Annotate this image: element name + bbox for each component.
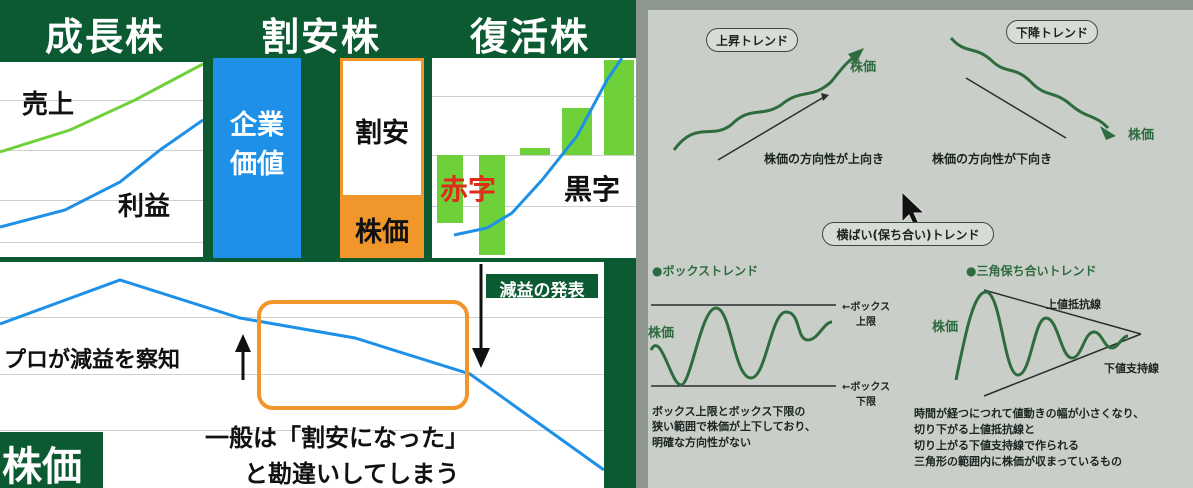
triangle-wave (954, 290, 1129, 381)
triangle-stock-label: 株価 (932, 320, 959, 335)
deficit-bar-1 (437, 155, 463, 223)
announce-arrow-head (472, 348, 490, 368)
misread-line-2: と勘違いしてしまう (244, 460, 460, 488)
down-stock-label: 株価 (1128, 128, 1155, 143)
box-description: ボックス上限とボックス下限の 狭い範囲で株価が上下しており、 明確な方向性がない (652, 405, 816, 449)
box-trend-title: ●ボックストレンド (652, 264, 759, 278)
profit-line (0, 118, 203, 229)
header-growth: 成長株 (44, 15, 165, 59)
misread-line-1: 一般は「割安になった」 (205, 424, 469, 452)
downtrend-title: 下降トレンド (1006, 20, 1098, 44)
sideways-title: 横ばい(保ち合い)トレンド (822, 222, 994, 246)
pro-notice-label: プロが減益を察知 (4, 348, 181, 373)
book-diagrams (649, 36, 1142, 397)
growth-panel: 売上 利益 (0, 62, 203, 257)
down-caption: 株価の方向性が下向き (932, 152, 1053, 166)
undervalued-label: 割安 (355, 118, 409, 149)
downtrend-wave (949, 36, 1110, 130)
stock-price-box: 株価 (340, 198, 424, 258)
support-line (983, 333, 1142, 397)
resistance-label: 上値抵抗線 (1046, 298, 1101, 311)
recovery-chart (437, 58, 634, 255)
growth-chart (0, 62, 203, 229)
surplus-bar-1 (520, 148, 550, 155)
downtrend-wave-arrow (1100, 126, 1116, 140)
stock-price-tag: 株価 (0, 432, 103, 488)
box-wave (649, 306, 833, 387)
misread-highlight-box (257, 300, 469, 410)
notice-arrow-head (235, 334, 251, 352)
announcement-badge: 減益の発表 (484, 272, 600, 301)
uptrend-direction-arrow (821, 93, 829, 101)
stock-price-line (0, 278, 604, 472)
sales-label: 売上 (22, 90, 75, 120)
downtrend-direction (965, 77, 1067, 139)
box-stock-label: 株価 (648, 326, 675, 341)
book-page (648, 10, 1193, 488)
recovery-panel: 赤字 黒字 (432, 58, 636, 258)
profit-label: 利益 (118, 192, 171, 222)
uptrend-wave (672, 54, 857, 151)
uptrend-wave-arrow (848, 48, 864, 64)
enterprise-value-bar: 企業 価値 (213, 58, 301, 258)
surplus-label: 黒字 (564, 173, 621, 206)
deficit-bar-2 (479, 155, 505, 255)
triangle-trend-title: ●三角保ち合いトレンド (966, 264, 1097, 278)
box-lower-label: ←ボックス 下限 (842, 382, 891, 408)
undervalued-box: 割安 (340, 58, 424, 198)
up-stock-label: 株価 (850, 60, 877, 75)
book-photo: 上昇トレンド 下降トレンド 株価 株価 株価の方向性が上向き 株価の方 (636, 0, 1193, 488)
uptrend-direction (717, 96, 825, 161)
box-upper-label: ←ボックス 上限 (842, 302, 891, 328)
decline-chart (0, 264, 604, 472)
triangle-description: 時間が経つにつれて値動きの幅が小さくなり、 切り下がる上値抵抗線と 切り上がる下… (914, 407, 1145, 468)
sales-line (0, 62, 203, 154)
enterprise-value-label: 企業 価値 (230, 110, 284, 181)
support-label: 下値支持線 (1104, 362, 1159, 375)
slide: 成長株 割安株 復活株 売上 利益 企業 価値 割安 株価 (0, 0, 636, 488)
header-recovery: 復活株 (469, 15, 590, 59)
header-value: 割安株 (260, 15, 381, 59)
resistance-line (983, 289, 1142, 335)
recovery-price-line (453, 58, 624, 237)
surplus-bar-3 (604, 60, 634, 155)
deficit-label: 赤字 (440, 173, 497, 206)
stock-price-label: 株価 (355, 217, 409, 248)
uptrend-title: 上昇トレンド (706, 28, 798, 52)
up-caption: 株価の方向性が上向き (764, 152, 885, 166)
